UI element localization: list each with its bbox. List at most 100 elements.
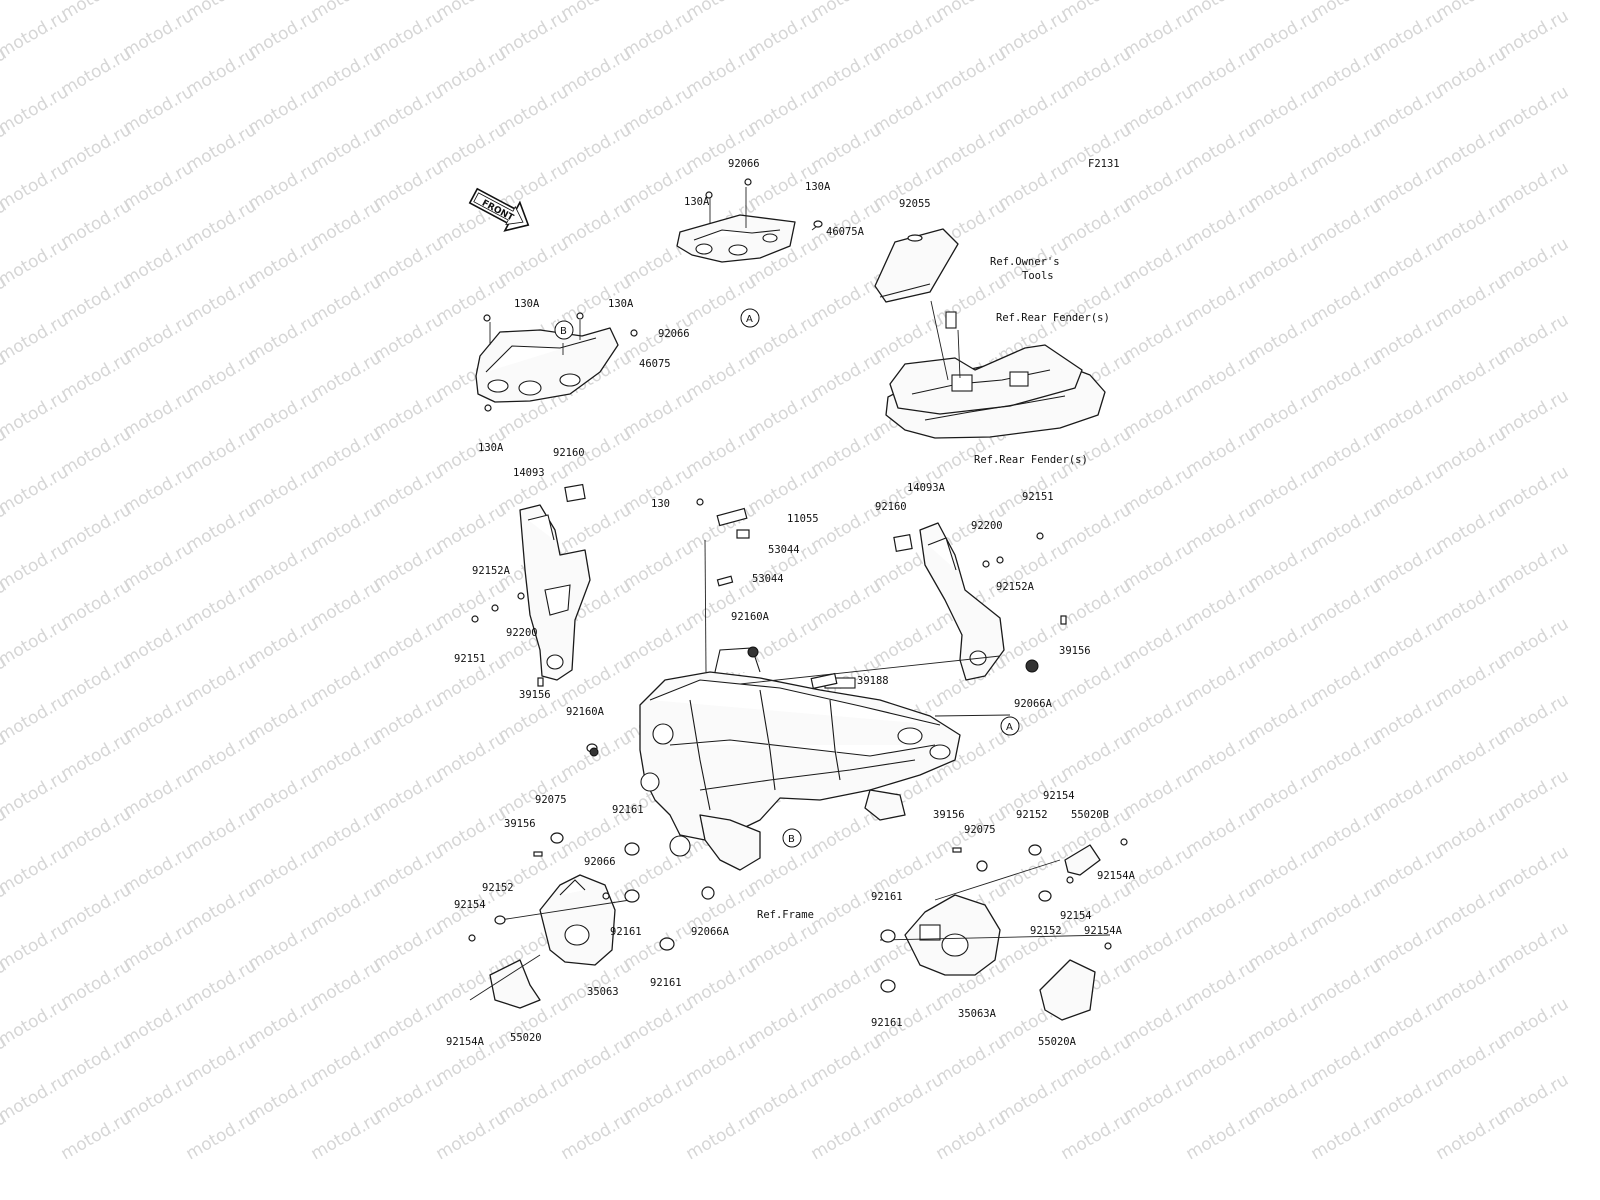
callout-92161: 92161 [650, 977, 682, 989]
watermark-text: motod.ru [1245, 1070, 1323, 1126]
callout-35063: 35063 [587, 986, 619, 998]
watermark-text: motod.ru [0, 1070, 72, 1126]
callout-39156: 39156 [519, 689, 551, 701]
watermark-text: motod.ru [1058, 652, 1136, 708]
watermark-text: motod.ru [433, 500, 511, 556]
callout-46075: 46075 [639, 358, 671, 370]
watermark-text: motod.ru [120, 614, 198, 670]
watermark-text: motod.ru [0, 918, 72, 974]
watermark-text: motod.ru [370, 310, 448, 366]
watermark-text: motod.ru [183, 120, 261, 176]
watermark-text: motod.ru [183, 500, 261, 556]
watermark-text: motod.ru [1245, 6, 1323, 62]
watermark-text: motod.ru [1433, 44, 1511, 100]
watermark-text: motod.ru [620, 538, 698, 594]
watermark-text: motod.ru [1120, 82, 1198, 138]
ref-letter-b: B [560, 326, 567, 337]
watermark-text: motod.ru [745, 918, 823, 974]
callout-92055: 92055 [899, 198, 931, 210]
watermark-text: motod.ru [245, 158, 323, 214]
watermark-text: motod.ru [683, 1032, 761, 1088]
watermark-text: motod.ru [620, 82, 698, 138]
watermark-text: motod.ru [1495, 994, 1573, 1050]
watermark-text: motod.ru [1370, 386, 1448, 442]
watermark-text: motod.ru [620, 386, 698, 442]
watermark-text: motod.ru [1370, 310, 1448, 366]
watermark-text: motod.ru [183, 804, 261, 860]
watermark-text: motod.ru [58, 196, 136, 252]
callout-92066: 92066 [584, 856, 616, 868]
watermark-text: motod.ru [1433, 1032, 1511, 1088]
watermark-text: motod.ru [870, 310, 948, 366]
watermark-text: motod.ru [933, 120, 1011, 176]
watermark-text: motod.ru [683, 44, 761, 100]
watermark-text: motod.ru [183, 1108, 261, 1164]
watermark-text: motod.ru [1245, 82, 1323, 138]
watermark-text: motod.ru [620, 1070, 698, 1126]
watermark-text: motod.ru [245, 766, 323, 822]
callout-39188: 39188 [857, 675, 889, 687]
callout-55020b: 55020B [1071, 809, 1109, 821]
watermark-text: motod.ru [1495, 6, 1573, 62]
watermark-text: motod.ru [120, 82, 198, 138]
watermark-text: motod.ru [308, 272, 386, 328]
watermark-text: motod.ru [1245, 690, 1323, 746]
callout-130: 130 [651, 498, 670, 510]
watermark-text: motod.ru [1370, 842, 1448, 898]
watermark-text: motod.ru [683, 424, 761, 480]
watermark-text: motod.ru [0, 158, 72, 214]
watermark-text: motod.ru [1370, 234, 1448, 290]
callout-92152a: 92152A [996, 581, 1035, 593]
watermark-text: motod.ru [1370, 690, 1448, 746]
watermark-text: motod.ru [0, 234, 72, 290]
watermark-text: motod.ru [1495, 766, 1573, 822]
watermark-text: motod.ru [1058, 1108, 1136, 1164]
watermark-text: motod.ru [1245, 918, 1323, 974]
watermark-text: motod.ru [745, 386, 823, 442]
watermark-text: motod.ru [1058, 44, 1136, 100]
callout-92200: 92200 [506, 627, 538, 639]
watermark-text: motod.ru [0, 82, 72, 138]
watermark-text: motod.ru [1370, 6, 1448, 62]
watermark-text: motod.ru [58, 576, 136, 632]
watermark-text: motod.ru [433, 1108, 511, 1164]
watermark-text: motod.ru [120, 234, 198, 290]
watermark-text: motod.ru [1308, 1032, 1386, 1088]
watermark-text: motod.ru [1308, 120, 1386, 176]
watermark-text: motod.ru [558, 500, 636, 556]
watermark-text: motod.ru [433, 804, 511, 860]
figure-code: F2131 [1088, 158, 1120, 170]
watermark-text: motod.ru [808, 44, 886, 100]
watermark-text: motod.ru [995, 1070, 1073, 1126]
watermark-text: motod.ru [308, 956, 386, 1012]
watermark-text: motod.ru [1183, 956, 1261, 1012]
watermark-text: motod.ru [245, 842, 323, 898]
callout-130a: 130A [514, 298, 540, 310]
watermark-text: motod.ru [1495, 82, 1573, 138]
watermark-text: motod.ru [1183, 652, 1261, 708]
watermark-text: motod.ru [183, 728, 261, 784]
ref-letter-b: B [788, 834, 795, 845]
callout-92152: 92152 [482, 882, 514, 894]
watermark-text: motod.ru [0, 310, 72, 366]
watermark-text: motod.ru [1433, 1108, 1511, 1164]
watermark-text: motod.ru [1433, 956, 1511, 1012]
watermark-text: motod.ru [1370, 538, 1448, 594]
watermark-text: motod.ru [308, 44, 386, 100]
watermark-text: motod.ru [1495, 386, 1573, 442]
parts-artwork [468, 178, 1128, 1021]
watermark-text: motod.ru [1308, 196, 1386, 252]
watermark-text: motod.ru [1183, 196, 1261, 252]
watermark-text: motod.ru [1120, 918, 1198, 974]
watermark-text: motod.ru [1308, 804, 1386, 860]
watermark-text: motod.ru [1495, 1070, 1573, 1126]
watermark-text: motod.ru [495, 1070, 573, 1126]
callout-ref-rear-fender: Ref.Rear Fender(s) [974, 454, 1088, 466]
watermark-text: motod.ru [1433, 120, 1511, 176]
watermark-text: motod.ru [1370, 1070, 1448, 1126]
watermark-text: motod.ru [1495, 310, 1573, 366]
callout-92154: 92154 [1060, 910, 1092, 922]
watermark-text: motod.ru [1183, 1108, 1261, 1164]
watermark-text: motod.ru [58, 880, 136, 936]
